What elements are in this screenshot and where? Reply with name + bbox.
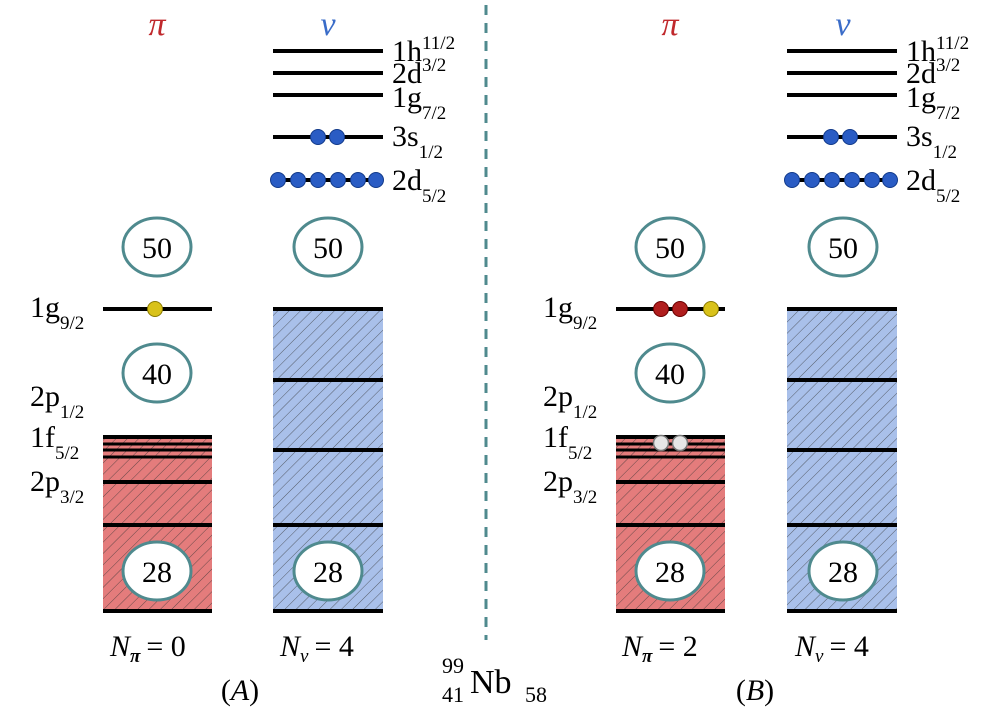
svg-text:2d5/2: 2d5/2 <box>906 164 960 207</box>
neutron-particle <box>350 172 366 188</box>
svg-text:41: 41 <box>442 682 464 707</box>
proton-hole <box>671 434 689 452</box>
neutron-particle <box>844 172 860 188</box>
neutron-level-labels: 1h11/2 2d3/2 1g7/2 3s1/2 2d5/2 <box>906 33 969 207</box>
neutron-particle <box>842 129 858 145</box>
label-2p32: 2p3/2 <box>30 465 84 508</box>
magic-28-proton <box>634 540 706 602</box>
svg-text:50: 50 <box>655 232 685 265</box>
magic-28-neutron-label: 28 <box>313 556 343 589</box>
magic-28-neutron <box>292 540 364 602</box>
neutron-particle <box>864 172 880 188</box>
neutron-particle <box>329 129 345 145</box>
neutron-particle <box>310 172 326 188</box>
magic-50-neutron-label: 50 <box>313 232 343 265</box>
magic-50-proton-label: 50 <box>142 232 172 265</box>
label-1h11: 1h11/2 <box>392 33 455 68</box>
svg-text:28: 28 <box>828 556 858 589</box>
neutron-particle <box>290 172 306 188</box>
n-nu-label-b: Nν= 4 <box>794 630 869 667</box>
svg-text:2p1/2: 2p1/2 <box>543 380 597 423</box>
neutron-particle <box>784 172 800 188</box>
magic-28-neutron <box>807 540 879 602</box>
magic-40-proton <box>634 342 706 404</box>
svg-text:99: 99 <box>442 653 464 678</box>
neutron-particle <box>882 172 898 188</box>
svg-text:2d3/2: 2d3/2 <box>906 55 960 90</box>
neutron-particle <box>804 172 820 188</box>
svg-text:58: 58 <box>525 682 547 707</box>
n-pi-label-b: Nπ= 2 <box>621 630 698 667</box>
neutron-symbol: ν <box>835 6 851 43</box>
label-2d32: 2d3/2 <box>392 55 446 90</box>
neutron-symbol: ν <box>320 6 336 43</box>
proton-symbol: π <box>661 6 679 43</box>
svg-text:1g9/2: 1g9/2 <box>543 291 597 334</box>
label-2p12: 2p1/2 <box>30 380 84 423</box>
neutron-particle <box>270 172 286 188</box>
odd-proton-particle <box>147 301 163 317</box>
svg-text:2p3/2: 2p3/2 <box>543 465 597 508</box>
neutron-level-labels: 1h11/2 2d3/2 1g7/2 3s1/2 2d5/2 <box>392 33 455 207</box>
neutron-upper-levels <box>784 49 898 188</box>
proton-particle <box>653 301 669 317</box>
label-3s12: 3s1/2 <box>392 120 443 163</box>
magic-50-proton <box>634 216 706 278</box>
neutron-particle <box>310 129 326 145</box>
panel-b: π ν 1h11/2 2d3/2 1g7/2 3s1/2 2d5/2 50 <box>543 6 969 707</box>
magic-40-proton-label: 40 <box>142 358 172 391</box>
proton-particle <box>672 301 688 317</box>
panel-a: π ν 1h11/2 2d3/2 1g7/2 3s1/2 2d5/2 <box>30 6 455 707</box>
magic-50-neutron <box>807 216 879 278</box>
label-2d52: 2d5/2 <box>392 164 446 207</box>
neutron-particle <box>330 172 346 188</box>
odd-proton-particle <box>703 301 719 317</box>
magic-50-proton <box>121 216 193 278</box>
proton-symbol: π <box>148 6 166 43</box>
label-1g72: 1g7/2 <box>392 81 446 124</box>
svg-text:1f5/2: 1f5/2 <box>543 421 592 464</box>
panel-a-letter: (A) <box>221 674 259 707</box>
magic-40-proton <box>121 342 193 404</box>
proton-level-labels: 1g9/2 2p1/2 1f5/2 2p3/2 <box>543 291 597 508</box>
nucleus-label: 99 41 Nb 58 <box>442 653 547 707</box>
svg-text:1h11/2: 1h11/2 <box>906 33 969 68</box>
svg-text:3s1/2: 3s1/2 <box>906 120 957 163</box>
neutron-upper-levels <box>270 49 384 188</box>
svg-text:40: 40 <box>655 358 685 391</box>
proton-level-labels: 1g9/2 2p1/2 1f5/2 2p3/2 <box>30 291 84 508</box>
panel-b-letter: (B) <box>736 674 774 707</box>
neutron-particle <box>823 129 839 145</box>
n-nu-label-a: Nν= 4 <box>279 630 354 667</box>
magic-28-proton-label: 28 <box>142 556 172 589</box>
neutron-particle <box>824 172 840 188</box>
n-pi-label-a: Nπ= 0 <box>109 630 186 667</box>
neutron-particle <box>368 172 384 188</box>
svg-text:50: 50 <box>828 232 858 265</box>
proton-hole <box>652 434 670 452</box>
magic-50-neutron <box>292 216 364 278</box>
svg-text:28: 28 <box>655 556 685 589</box>
svg-text:Nb: Nb <box>470 664 512 701</box>
label-1f52: 1f5/2 <box>30 421 79 464</box>
magic-28-proton <box>121 540 193 602</box>
label-1g92: 1g9/2 <box>30 291 84 334</box>
svg-text:1g7/2: 1g7/2 <box>906 81 960 124</box>
